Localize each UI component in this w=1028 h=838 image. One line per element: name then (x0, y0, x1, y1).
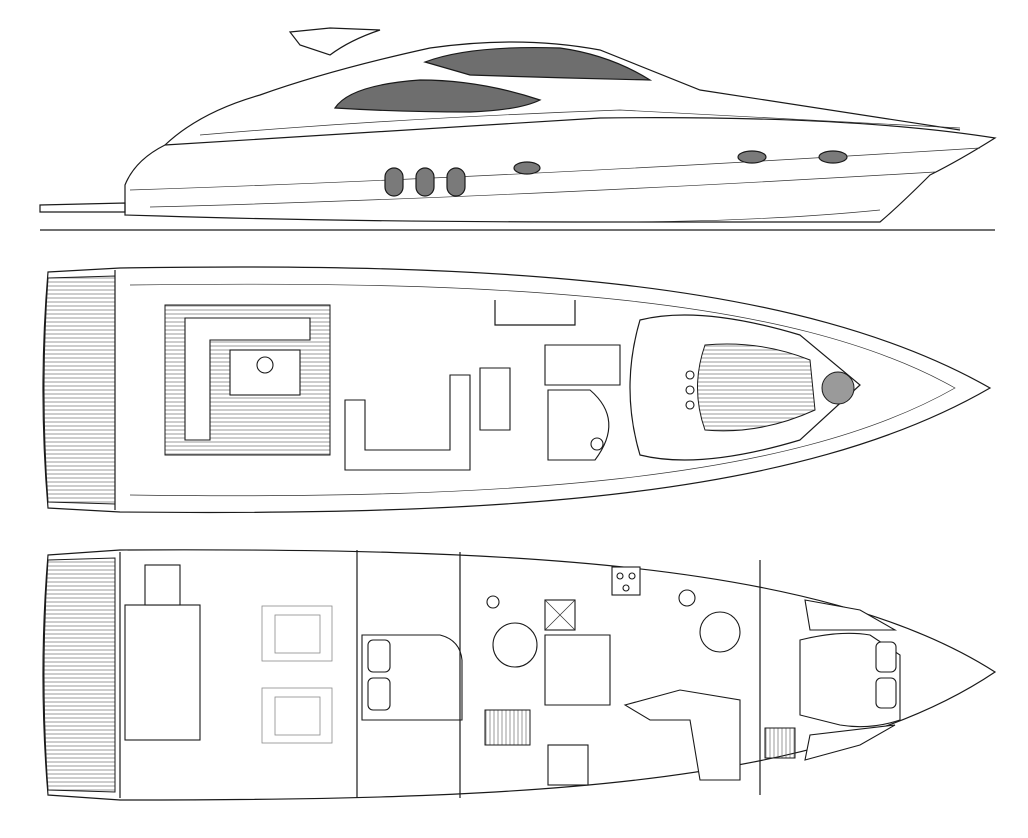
profile-view (39, 27, 997, 231)
side-window (333, 79, 542, 113)
sunpad-cushion (697, 343, 816, 432)
porthole (415, 167, 435, 197)
stair-cross (544, 599, 576, 631)
helm-seat (479, 367, 511, 431)
cockpit-seating (184, 317, 311, 441)
burner (616, 572, 624, 580)
burner (628, 572, 636, 580)
wardrobe (484, 709, 531, 746)
forward-cabin-cabinets (804, 599, 898, 631)
hatch-vent (685, 370, 695, 380)
pillow (367, 677, 391, 711)
crew-cabin (124, 604, 201, 741)
companionway-steps (544, 344, 621, 386)
shower-aft (492, 622, 538, 668)
windscreen-frame (494, 300, 576, 326)
porthole (513, 161, 541, 175)
forward-hatch (821, 371, 855, 405)
porthole (818, 150, 848, 164)
burner (622, 584, 630, 592)
saloon-settee (344, 374, 471, 471)
deck-line (199, 109, 961, 136)
rubrail-line (149, 171, 936, 208)
toilet (678, 589, 696, 607)
wardrobe (764, 727, 796, 759)
washbasin (486, 595, 500, 609)
deck-outline (42, 266, 992, 514)
companionway-stairs (544, 634, 611, 706)
steering-wheel (590, 437, 604, 451)
sheer-line (129, 147, 981, 191)
crew-toilet (144, 564, 181, 606)
pillow (875, 677, 897, 709)
hull-outline (124, 117, 997, 223)
swim-platform (39, 202, 126, 213)
engine-port (261, 605, 333, 662)
porthole (384, 167, 404, 197)
forward-cabin-cabinets (804, 724, 896, 761)
forward-cabin-berth (799, 632, 901, 728)
main-deck-plan (42, 266, 992, 514)
porthole (737, 150, 767, 164)
superstructure (164, 41, 961, 146)
gunwale-line (129, 283, 956, 497)
hatch-vent (685, 400, 695, 410)
pillow (367, 639, 391, 673)
mid-cabin-berth (547, 744, 589, 786)
lower-deck-plan (42, 549, 997, 801)
swim-platform-deck (43, 275, 116, 505)
lower-swim-platform (43, 557, 116, 793)
hardtop-window (423, 46, 653, 81)
engine-starboard (261, 687, 333, 744)
radar-arch (288, 27, 381, 56)
hull-keel-line (599, 209, 881, 223)
helm-wheel (256, 356, 274, 374)
shower-fwd (699, 611, 741, 653)
dinette-seating (623, 689, 741, 781)
hatch-vent (685, 385, 695, 395)
foredeck-sunpad (629, 314, 861, 461)
porthole (446, 167, 466, 197)
pillow (875, 641, 897, 673)
